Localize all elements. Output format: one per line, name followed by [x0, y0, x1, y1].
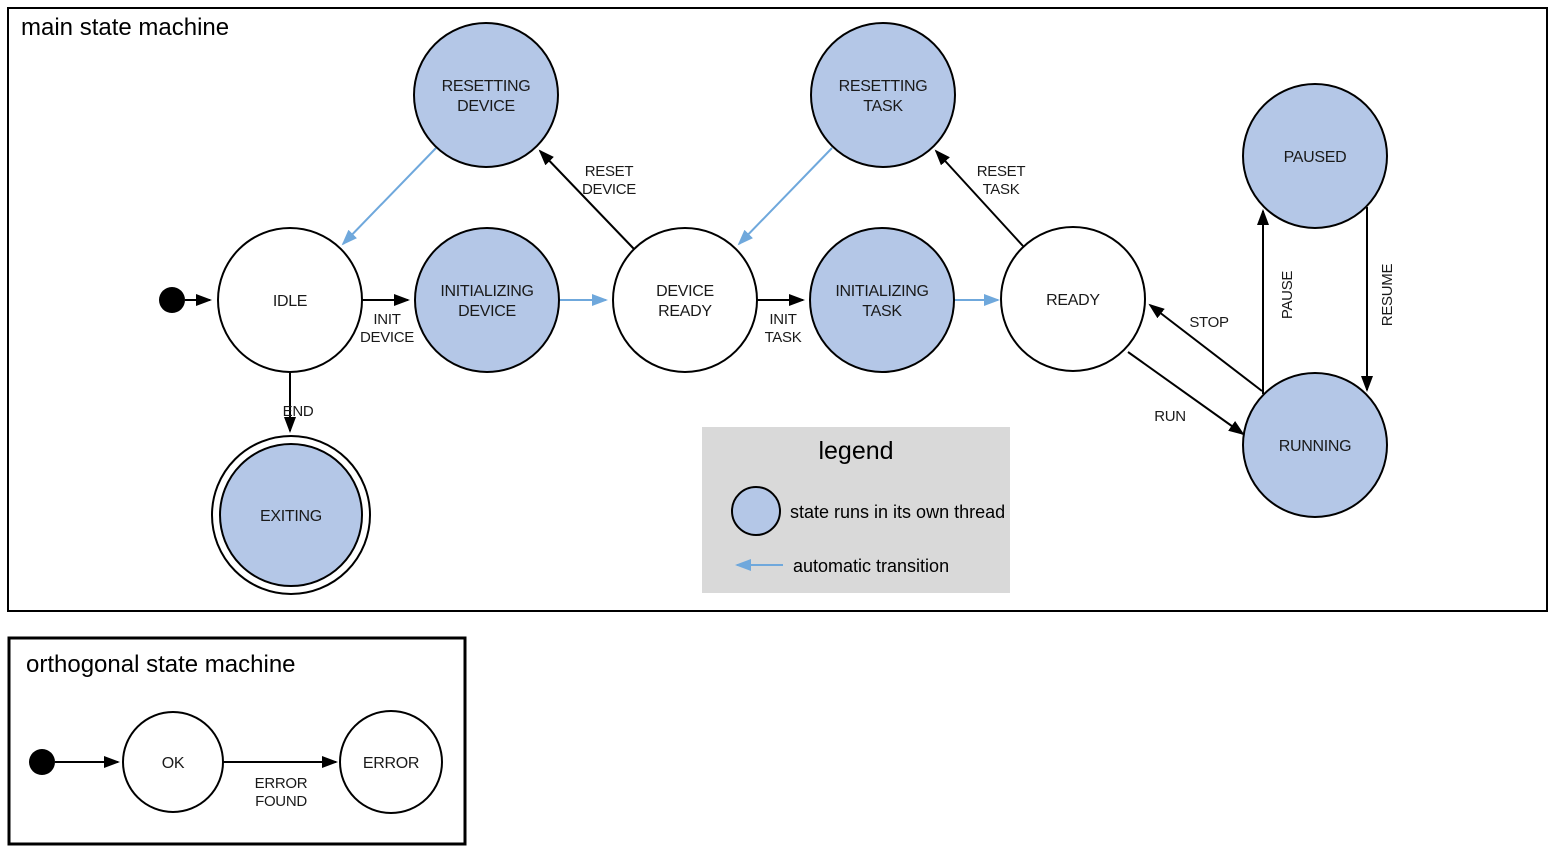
state-initializing-task-label-line1: INITIALIZING — [835, 283, 928, 300]
label-reset-device-line2: DEVICE — [582, 181, 636, 198]
state-resetting-task: RESETTING TASK — [810, 22, 956, 168]
state-idle: IDLE — [217, 227, 363, 373]
legend-thread-item-label: state runs in its own thread — [790, 502, 1005, 522]
state-ok-circle — [122, 711, 224, 813]
state-device-ready-circle — [612, 227, 758, 373]
state-ok: OK — [122, 711, 224, 813]
state-resetting-task-circle — [810, 22, 956, 168]
state-paused-circle — [1242, 83, 1388, 229]
main-state-machine: main state machine INIT DEVICE RESET DEV… — [7, 7, 1548, 612]
state-running-label: RUNNING — [1279, 438, 1352, 455]
state-initializing-task: INITIALIZING TASK — [809, 227, 955, 373]
state-resetting-task-label-line1: RESETTING — [839, 78, 928, 95]
state-exiting-inner-circle — [219, 443, 363, 587]
legend-title: legend — [818, 437, 893, 465]
transition-ready-to-running — [1127, 351, 1245, 436]
label-init-task-line1: INIT — [769, 311, 796, 328]
state-error-label: ERROR — [363, 755, 419, 772]
label-resume: RESUME — [1379, 264, 1396, 327]
transition-resetting-device-to-idle-auto — [341, 147, 437, 246]
state-initializing-device: INITIALIZING DEVICE — [414, 227, 560, 373]
state-device-ready-label-line1: DEVICE — [656, 283, 714, 300]
state-resetting-device-label-line2: DEVICE — [457, 98, 515, 115]
state-running-circle — [1242, 372, 1388, 518]
transition-resetting-task-to-device-ready-auto — [737, 147, 833, 246]
state-resetting-task-label-line2: TASK — [863, 98, 903, 115]
main-frame-title: main state machine — [21, 14, 229, 41]
orthogonal-state-machine: orthogonal state machine ERROR FOUND OK … — [7, 636, 467, 846]
legend-thread-state-icon — [731, 486, 781, 536]
label-init-device-line2: DEVICE — [360, 329, 414, 346]
legend: legend state runs in its own thread auto… — [702, 427, 1010, 593]
label-init-task-line2: TASK — [765, 329, 802, 346]
label-run: RUN — [1154, 408, 1186, 425]
state-device-ready-label-line2: READY — [658, 303, 712, 320]
state-initializing-task-label-line2: TASK — [862, 303, 902, 320]
state-resetting-device-circle — [413, 22, 559, 168]
label-end: END — [283, 403, 314, 420]
initial-state-dot — [159, 287, 185, 313]
state-ready-circle — [1000, 226, 1146, 372]
state-idle-label: IDLE — [273, 293, 307, 310]
legend-auto-item-label: automatic transition — [793, 556, 949, 576]
state-resetting-device: RESETTING DEVICE — [413, 22, 559, 168]
state-device-ready: DEVICE READY — [612, 227, 758, 373]
state-exiting-label: EXITING — [260, 508, 322, 525]
state-ok-label: OK — [162, 755, 185, 772]
state-running: RUNNING — [1242, 372, 1388, 518]
state-initializing-device-circle — [414, 227, 560, 373]
label-init-device-line1: INIT — [373, 311, 400, 328]
state-initializing-device-label-line1: INITIALIZING — [440, 283, 533, 300]
state-initializing-device-label-line2: DEVICE — [458, 303, 516, 320]
state-ready: READY — [1000, 226, 1146, 372]
orthogonal-initial-state-dot — [29, 749, 55, 775]
orthogonal-frame-title: orthogonal state machine — [26, 651, 296, 678]
label-error-found-line1: ERROR — [255, 775, 308, 792]
state-paused: PAUSED — [1242, 83, 1388, 229]
label-pause: PAUSE — [1279, 271, 1296, 320]
transition-device-ready-to-resetting-device — [538, 149, 635, 250]
label-reset-task-line2: TASK — [983, 181, 1020, 198]
label-stop: STOP — [1189, 314, 1229, 331]
transition-ready-to-resetting-task — [934, 149, 1024, 247]
label-reset-task-line1: RESET — [977, 163, 1026, 180]
transition-running-to-ready — [1148, 303, 1263, 392]
state-error: ERROR — [339, 710, 443, 814]
state-paused-label: PAUSED — [1284, 149, 1347, 166]
state-resetting-device-label-line1: RESETTING — [442, 78, 531, 95]
state-initializing-task-circle — [809, 227, 955, 373]
state-exiting-final: EXITING — [211, 435, 371, 595]
state-error-circle — [339, 710, 443, 814]
state-ready-label: READY — [1046, 292, 1100, 309]
state-idle-circle — [217, 227, 363, 373]
label-error-found-line2: FOUND — [255, 793, 307, 810]
label-reset-device-line1: RESET — [585, 163, 634, 180]
